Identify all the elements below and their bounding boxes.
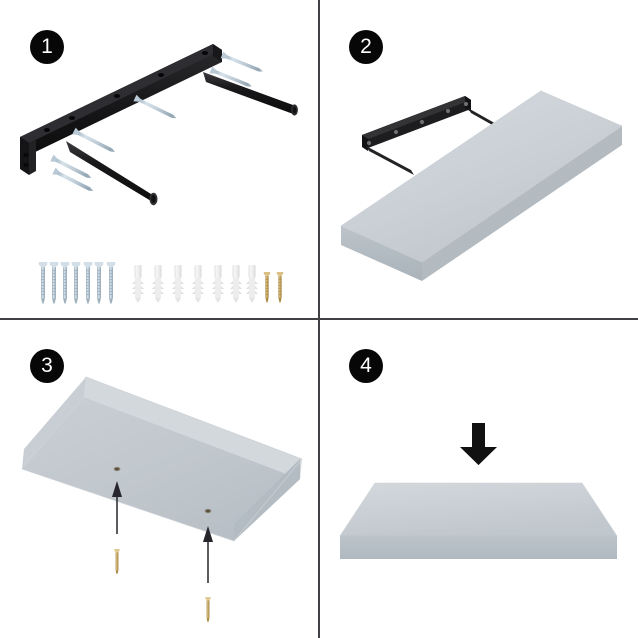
shelf-board <box>340 90 623 281</box>
set-screw-hole-left <box>113 466 121 472</box>
instruction-panel-1: 1 <box>0 0 319 319</box>
step-badge-4: 4 <box>349 349 383 383</box>
hardware-wall-anchors <box>132 265 258 303</box>
instruction-panel-3: 3 <box>0 319 319 638</box>
bracket-support-rod-front <box>66 141 158 206</box>
insertion-arrow-right <box>203 526 213 583</box>
set-screw-right <box>205 597 211 622</box>
press-down-arrow <box>460 423 497 465</box>
set-screw-left <box>114 549 120 574</box>
step-badge-2: 2 <box>349 30 383 64</box>
insertion-arrow-left <box>112 481 122 534</box>
panel-1-illustration <box>20 44 298 304</box>
hardware-gold-screws <box>263 272 284 303</box>
hardware-steel-screws <box>38 262 116 304</box>
grid-divider-horizontal <box>0 318 638 320</box>
step-badge-3: 3 <box>30 349 64 383</box>
inserted-screw-group <box>50 51 263 191</box>
panel-4-illustration <box>339 423 618 559</box>
shelf-board-underside <box>21 376 303 542</box>
installed-shelf <box>339 482 618 559</box>
bracket-wall-plate <box>20 44 222 175</box>
set-screw-hole-right <box>204 508 212 514</box>
bracket-support-rod-rear <box>203 72 298 116</box>
panel-2-illustration <box>340 90 623 281</box>
step-badge-1: 1 <box>30 30 64 64</box>
instruction-panel-2: 2 <box>319 0 638 319</box>
panel-3-illustration <box>21 376 303 622</box>
instruction-panel-4: 4 <box>319 319 638 638</box>
